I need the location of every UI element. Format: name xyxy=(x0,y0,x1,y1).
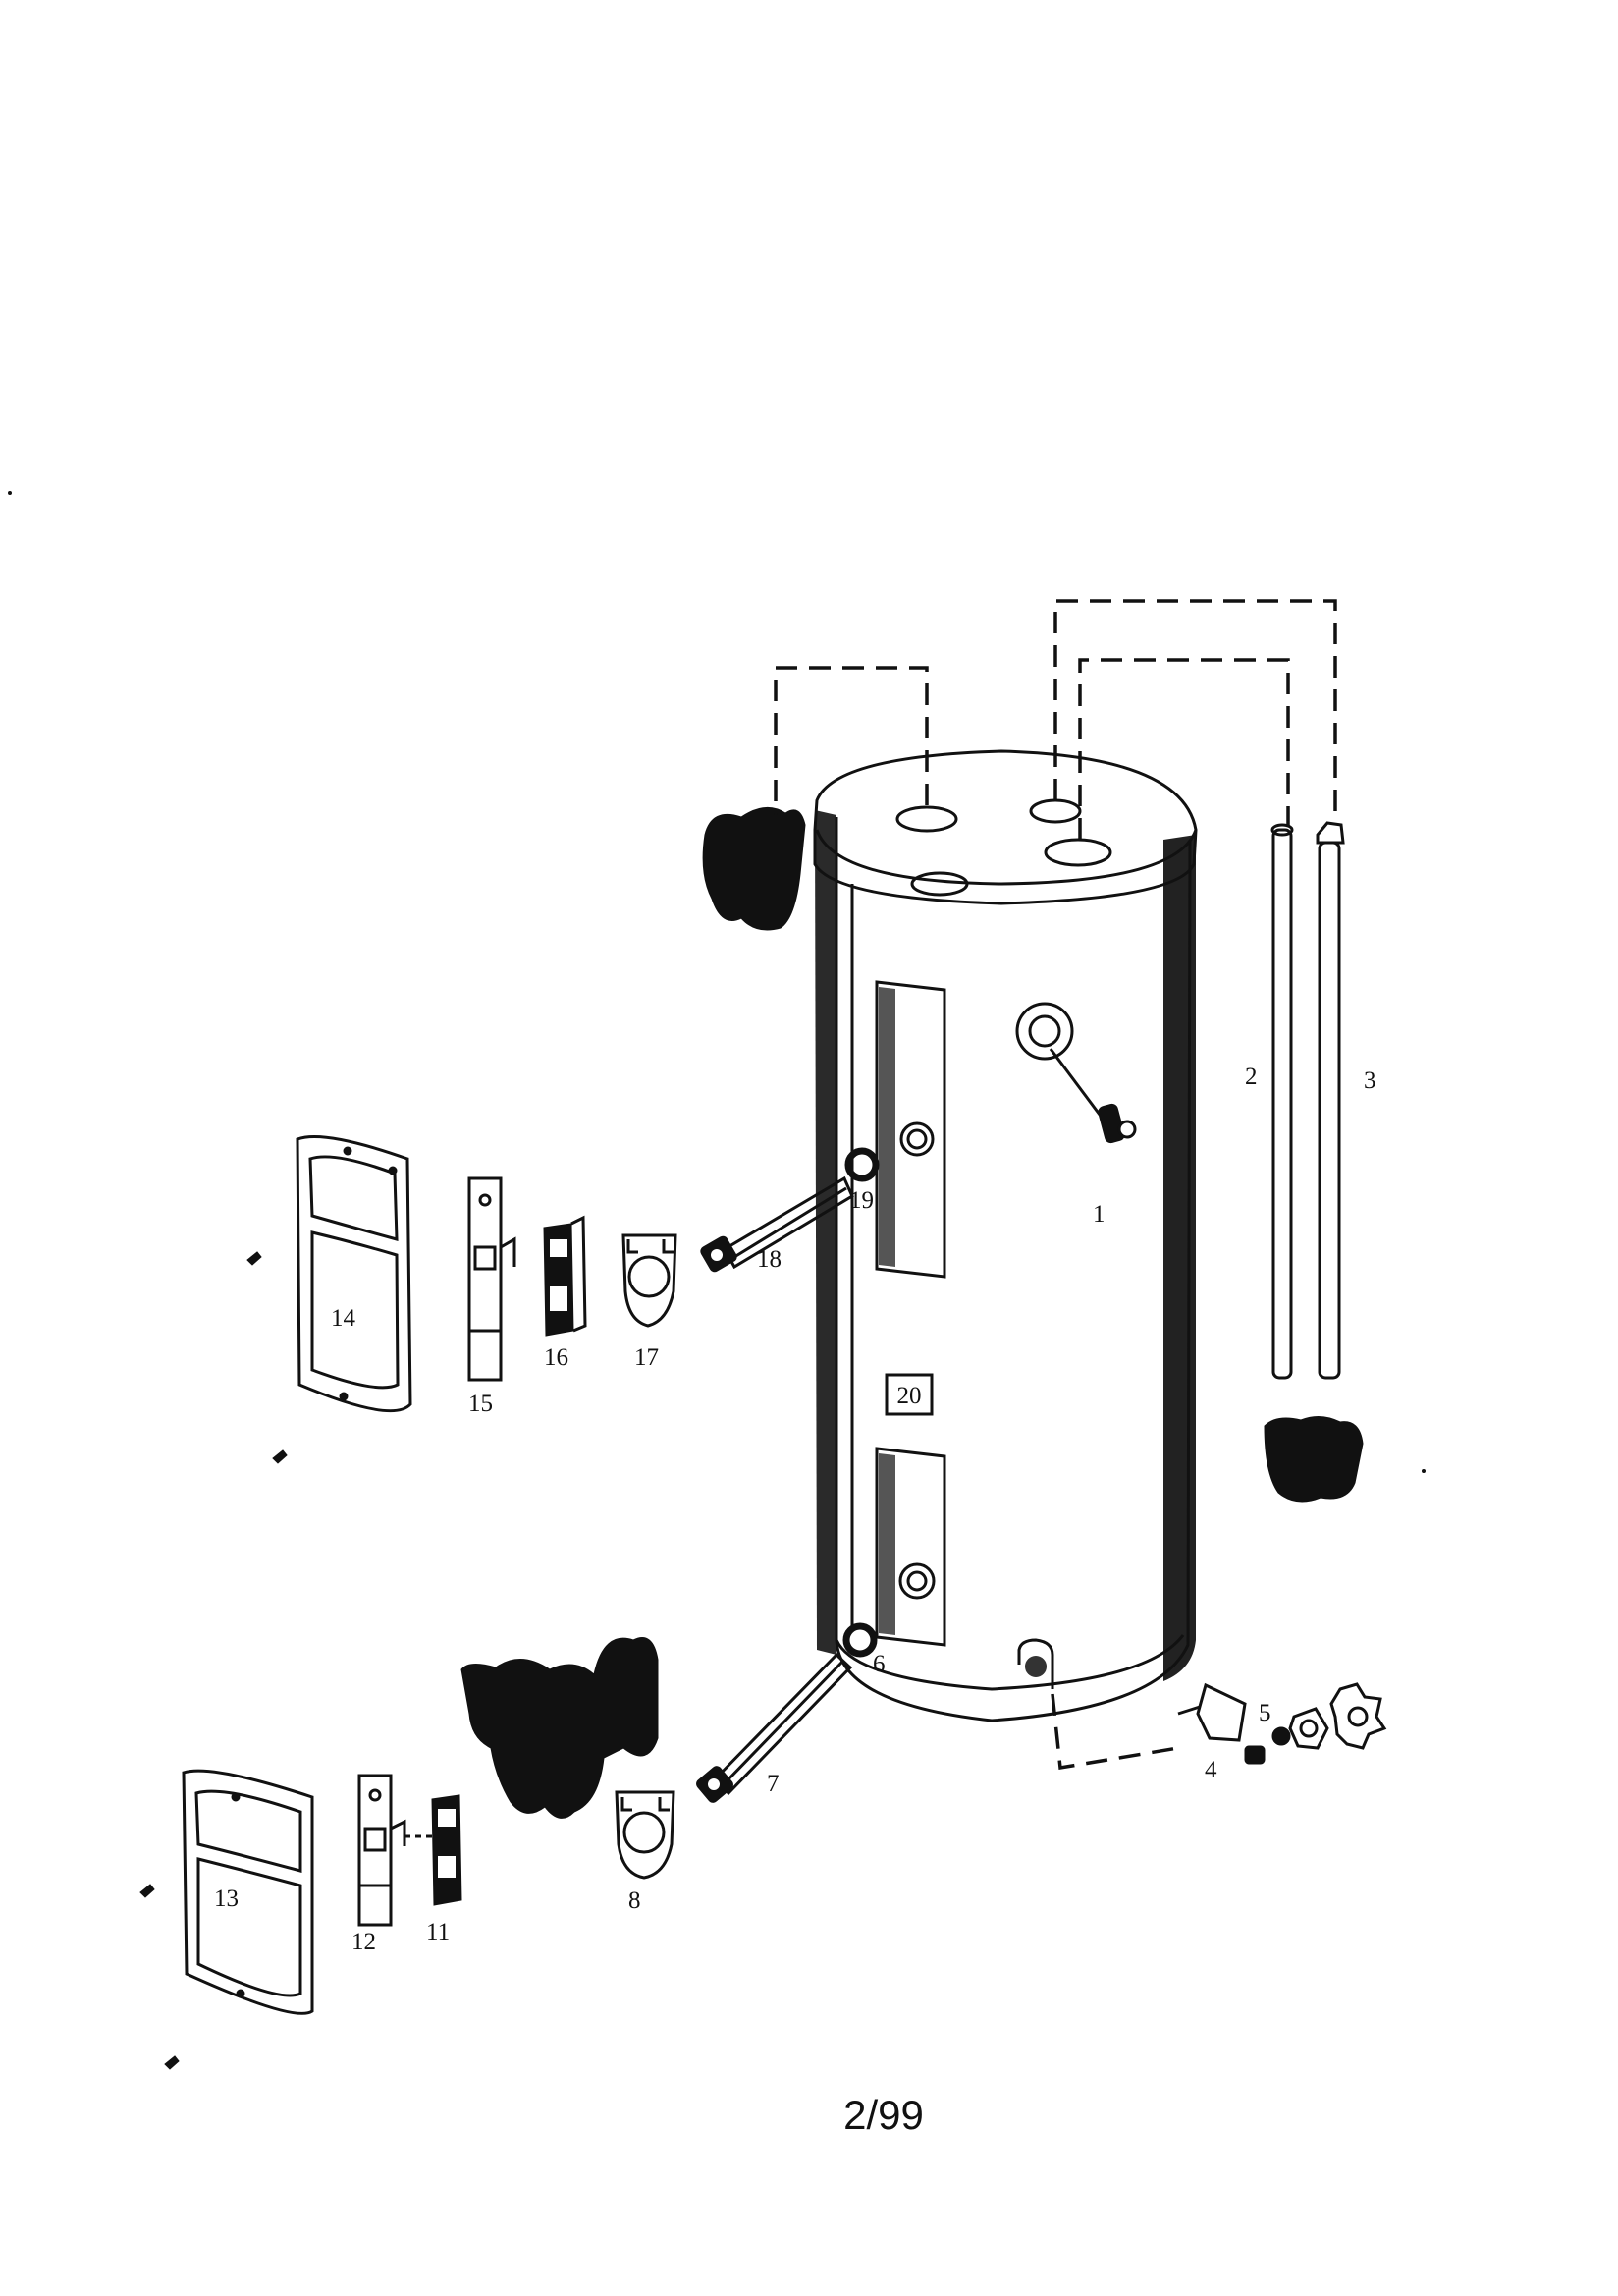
callout-11: 11 xyxy=(426,1919,450,1945)
callout-5: 5 xyxy=(1259,1700,1271,1726)
callout-6: 6 xyxy=(873,1651,886,1677)
right-insulation xyxy=(1264,1416,1364,1503)
drain-port xyxy=(1017,1638,1054,1689)
drain-valve-nut xyxy=(1288,1707,1329,1750)
callout-3: 3 xyxy=(1364,1067,1376,1094)
callout-7: 7 xyxy=(767,1771,780,1797)
callout-13: 13 xyxy=(214,1886,239,1912)
dip-tube xyxy=(1270,823,1294,1380)
anode-rod xyxy=(1316,821,1345,1380)
lower-thermostat xyxy=(404,1794,462,1906)
drain-valve-washer xyxy=(1271,1726,1291,1746)
lower-heating-element xyxy=(696,1652,853,1803)
rating-label: 20 xyxy=(885,1373,934,1416)
callout-8: 8 xyxy=(628,1887,641,1914)
drain-valve-cap xyxy=(1329,1682,1387,1750)
lower-cover-screws xyxy=(139,1884,180,2070)
callout-17: 17 xyxy=(634,1344,659,1371)
callout-1: 1 xyxy=(1093,1201,1106,1228)
callout-15: 15 xyxy=(468,1391,493,1417)
upper-access-cover xyxy=(296,1135,412,1413)
upper-thermostat-bracket xyxy=(467,1176,516,1382)
lower-element-gasket xyxy=(842,1622,878,1658)
lower-access-cover xyxy=(182,1769,314,2015)
lower-insulation-cover xyxy=(615,1790,675,1880)
upper-heating-element xyxy=(700,1175,854,1273)
upper-insulation xyxy=(702,806,806,931)
relief-valve xyxy=(1015,1002,1137,1144)
upper-cover-screws xyxy=(246,1251,288,1464)
lower-element-access-opening xyxy=(875,1447,946,1647)
upper-element-access-opening xyxy=(875,980,946,1279)
upper-thermostat xyxy=(543,1215,587,1337)
callout-18: 18 xyxy=(757,1246,782,1273)
upper-insulation-cover xyxy=(621,1233,677,1328)
water-heater-tank xyxy=(813,749,1198,1722)
callout-labels: 1 2 3 4 5 6 7 8 11 12 13 14 15 16 17 18 … xyxy=(214,1064,1376,1955)
dashed-leaders xyxy=(774,599,1337,1771)
callout-2: 2 xyxy=(1245,1064,1258,1090)
callout-4: 4 xyxy=(1205,1757,1217,1783)
lower-insulation xyxy=(460,1637,659,1819)
callout-14: 14 xyxy=(331,1305,356,1332)
callout-16: 16 xyxy=(544,1344,568,1371)
callout-20: 20 xyxy=(897,1383,922,1409)
callout-19: 19 xyxy=(849,1187,874,1214)
lower-thermostat-bracket xyxy=(357,1774,406,1927)
drain-valve xyxy=(1177,1682,1266,1765)
page-number: 2/99 xyxy=(843,2092,924,2138)
upper-element-gasket xyxy=(844,1147,880,1182)
callout-12: 12 xyxy=(351,1929,376,1955)
